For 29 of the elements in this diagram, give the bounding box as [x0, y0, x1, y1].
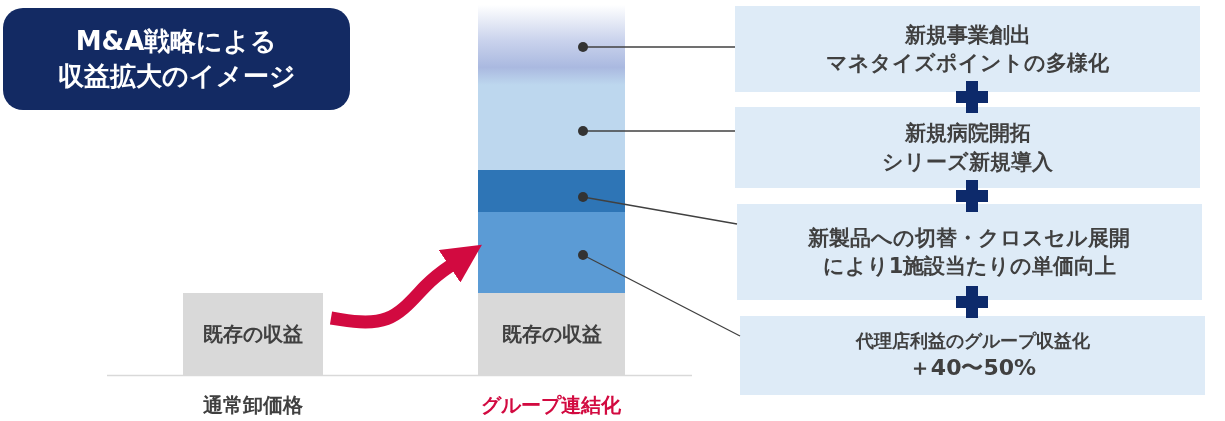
curved-arrow	[329, 244, 482, 329]
title-box	[3, 8, 350, 110]
revenue-bar	[478, 293, 625, 375]
axis-label: グループ連結化	[481, 392, 621, 419]
box-text: シリーズ新規導入	[882, 148, 1053, 176]
bar-segment	[478, 85, 625, 170]
box-text: 既存の収益	[203, 320, 303, 348]
info-box	[735, 107, 1200, 188]
bar-segment	[478, 5, 625, 85]
box-text: 新規病院開拓	[904, 120, 1031, 148]
box-text: 新規事業創出	[904, 21, 1031, 49]
box-text: 代理店利益のグループ収益化	[855, 328, 1090, 353]
info-box	[740, 316, 1205, 395]
box-text: ＋40〜50%	[908, 353, 1037, 382]
title-text: 収益拡大のイメージ	[57, 60, 296, 93]
leader-line	[578, 250, 741, 337]
box-text: 新製品への切替・クロスセル展開により1施設当たりの単価向上	[807, 224, 1132, 280]
title-text: M&A戦略による	[75, 24, 278, 58]
box-text: マネタイズポイントの多様化	[826, 50, 1109, 77]
info-box	[737, 204, 1202, 300]
box-text: 既存の収益	[501, 320, 602, 348]
bar-segment	[478, 212, 625, 293]
leader-line	[578, 126, 736, 136]
info-box	[735, 6, 1200, 92]
bar-segment	[478, 170, 625, 212]
axis-label: 通常卸価格	[203, 392, 303, 419]
leader-line	[578, 42, 736, 52]
revenue-bar	[183, 293, 323, 375]
leader-line	[578, 192, 738, 225]
